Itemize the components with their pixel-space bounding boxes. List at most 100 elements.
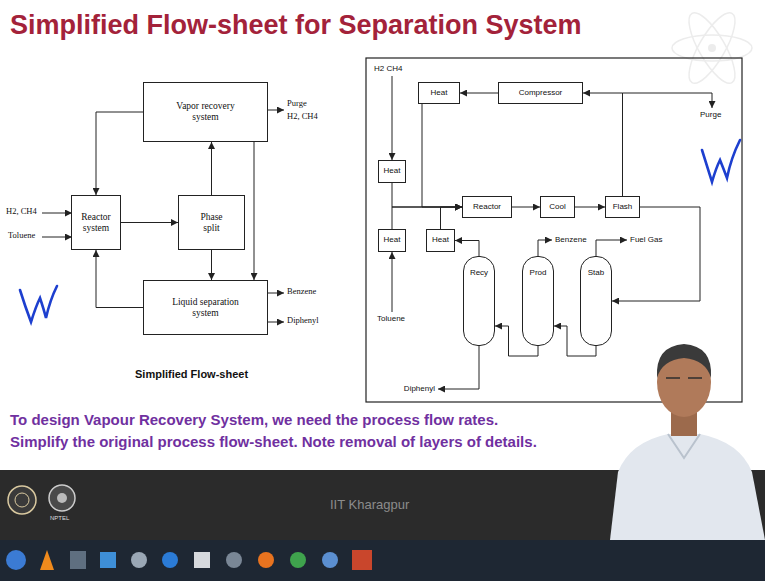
box-text: Recy: [470, 269, 488, 278]
atom-watermark: [672, 35, 752, 61]
unit-box: Flash: [605, 196, 640, 218]
slide-title: Simplified Flow-sheet for Separation Sys…: [10, 9, 582, 41]
process-block: Vapor recovery system: [143, 82, 268, 142]
box-text: Heat: [431, 89, 448, 98]
product-line: [538, 240, 552, 256]
stream-connector: [254, 142, 255, 280]
taskbar-icon: [194, 552, 210, 568]
stream-label: H2, CH4: [6, 207, 37, 217]
presenter-glasses: [666, 377, 702, 379]
process-block: Phase split: [178, 195, 245, 250]
box-text: Heat: [384, 167, 401, 176]
box-text: Liquid separation system: [166, 297, 246, 319]
process-block: Reactor system: [71, 195, 121, 250]
taskbar-icon: [100, 552, 116, 568]
product-line: [596, 240, 627, 256]
stream-label: Toluene: [8, 231, 35, 241]
nptel-logo: [49, 485, 75, 511]
stream-label: Toluene: [377, 314, 405, 323]
institute-logo: [8, 486, 36, 514]
feed-line: [392, 76, 393, 160]
unit-box: Reactor: [462, 196, 512, 218]
feed-line: [42, 213, 72, 214]
stream-connector: [575, 207, 605, 208]
feed-line: [42, 237, 72, 238]
stream-label: Diphenyl: [287, 316, 319, 326]
stream-label: Fuel Gas: [630, 235, 662, 244]
product-line: [438, 346, 479, 389]
stream-connector: [96, 112, 143, 195]
box-text: Heat: [432, 236, 449, 245]
presenter-hair: [657, 344, 711, 378]
slide-note: Simplify the original process flow-sheet…: [10, 433, 537, 451]
stream-label: Benzene: [287, 287, 316, 297]
unit-box: Heat: [418, 82, 460, 104]
feed-line: [392, 252, 393, 312]
handwritten-tick: [20, 286, 57, 322]
start-button: [6, 550, 26, 570]
box-text: Vapor recovery system: [174, 101, 238, 123]
stream-connector: [612, 207, 700, 301]
stream-connector: [392, 183, 462, 207]
presenter-shirt: [610, 434, 765, 540]
stream-connector: [392, 207, 462, 229]
slide-note: To design Vapour Recovery System, we nee…: [10, 411, 498, 429]
column-vessel: Stab: [580, 256, 612, 346]
taskbar-icon: [131, 552, 147, 568]
stream-connector: [96, 250, 143, 308]
box-text: Stab: [588, 269, 604, 278]
taskbar: [0, 540, 765, 581]
purge-line: [623, 93, 713, 108]
box-text: Cool: [549, 203, 565, 212]
figure-caption: Simplified Flow-sheet: [135, 368, 248, 381]
stream-connector: [422, 104, 462, 207]
unit-box: Compressor: [498, 82, 583, 104]
stream-connector: [211, 250, 212, 280]
process-block: Liquid separation system: [143, 280, 268, 335]
taskbar-icon: [290, 552, 306, 568]
taskbar-icon: [40, 550, 54, 570]
atom-watermark: [708, 44, 716, 52]
taskbar-icon: [352, 550, 372, 570]
stream-connector: [512, 207, 540, 208]
logo-text: NPTEL: [50, 515, 69, 522]
product-line: [268, 322, 284, 323]
stream-connector: [441, 207, 463, 229]
box-text: Compressor: [519, 89, 563, 98]
stream-connector: [121, 222, 178, 223]
presenter-collar: [668, 434, 700, 458]
taskbar-icon: [226, 552, 242, 568]
unit-box: Heat: [378, 160, 406, 183]
taskbar-icon: [162, 552, 178, 568]
taskbar-icon: [258, 552, 274, 568]
flowsheet-frame: [366, 58, 742, 402]
stream-label: Purge: [287, 99, 307, 109]
stream-label: Purge: [700, 110, 721, 119]
atom-watermark: [681, 7, 744, 89]
box-text: Phase split: [196, 212, 228, 234]
stream-label: H2 CH4: [374, 64, 402, 73]
institute-logo: [15, 493, 29, 507]
taskbar-icon: [70, 551, 86, 569]
column-vessel: Prod: [522, 256, 554, 346]
footer-text: IIT Kharagpur: [330, 497, 409, 513]
stream-connector: [211, 142, 212, 195]
unit-box: Heat: [378, 229, 406, 252]
box-text: Reactor system: [76, 212, 116, 234]
product-line: [268, 293, 284, 294]
stream-label: Benzene: [555, 235, 587, 244]
nptel-logo: [57, 493, 67, 503]
stream-label: Diphenyl: [404, 384, 435, 393]
box-text: Flash: [613, 203, 633, 212]
column-vessel: Recy: [463, 256, 495, 346]
stream-connector: [455, 241, 479, 257]
box-text: Prod: [530, 269, 547, 278]
unit-box: Heat: [426, 229, 455, 252]
stream-connector: [583, 93, 623, 196]
unit-box: Cool: [540, 196, 575, 218]
stream-label: H2, CH4: [287, 112, 318, 122]
handwritten-tick: [702, 140, 740, 182]
